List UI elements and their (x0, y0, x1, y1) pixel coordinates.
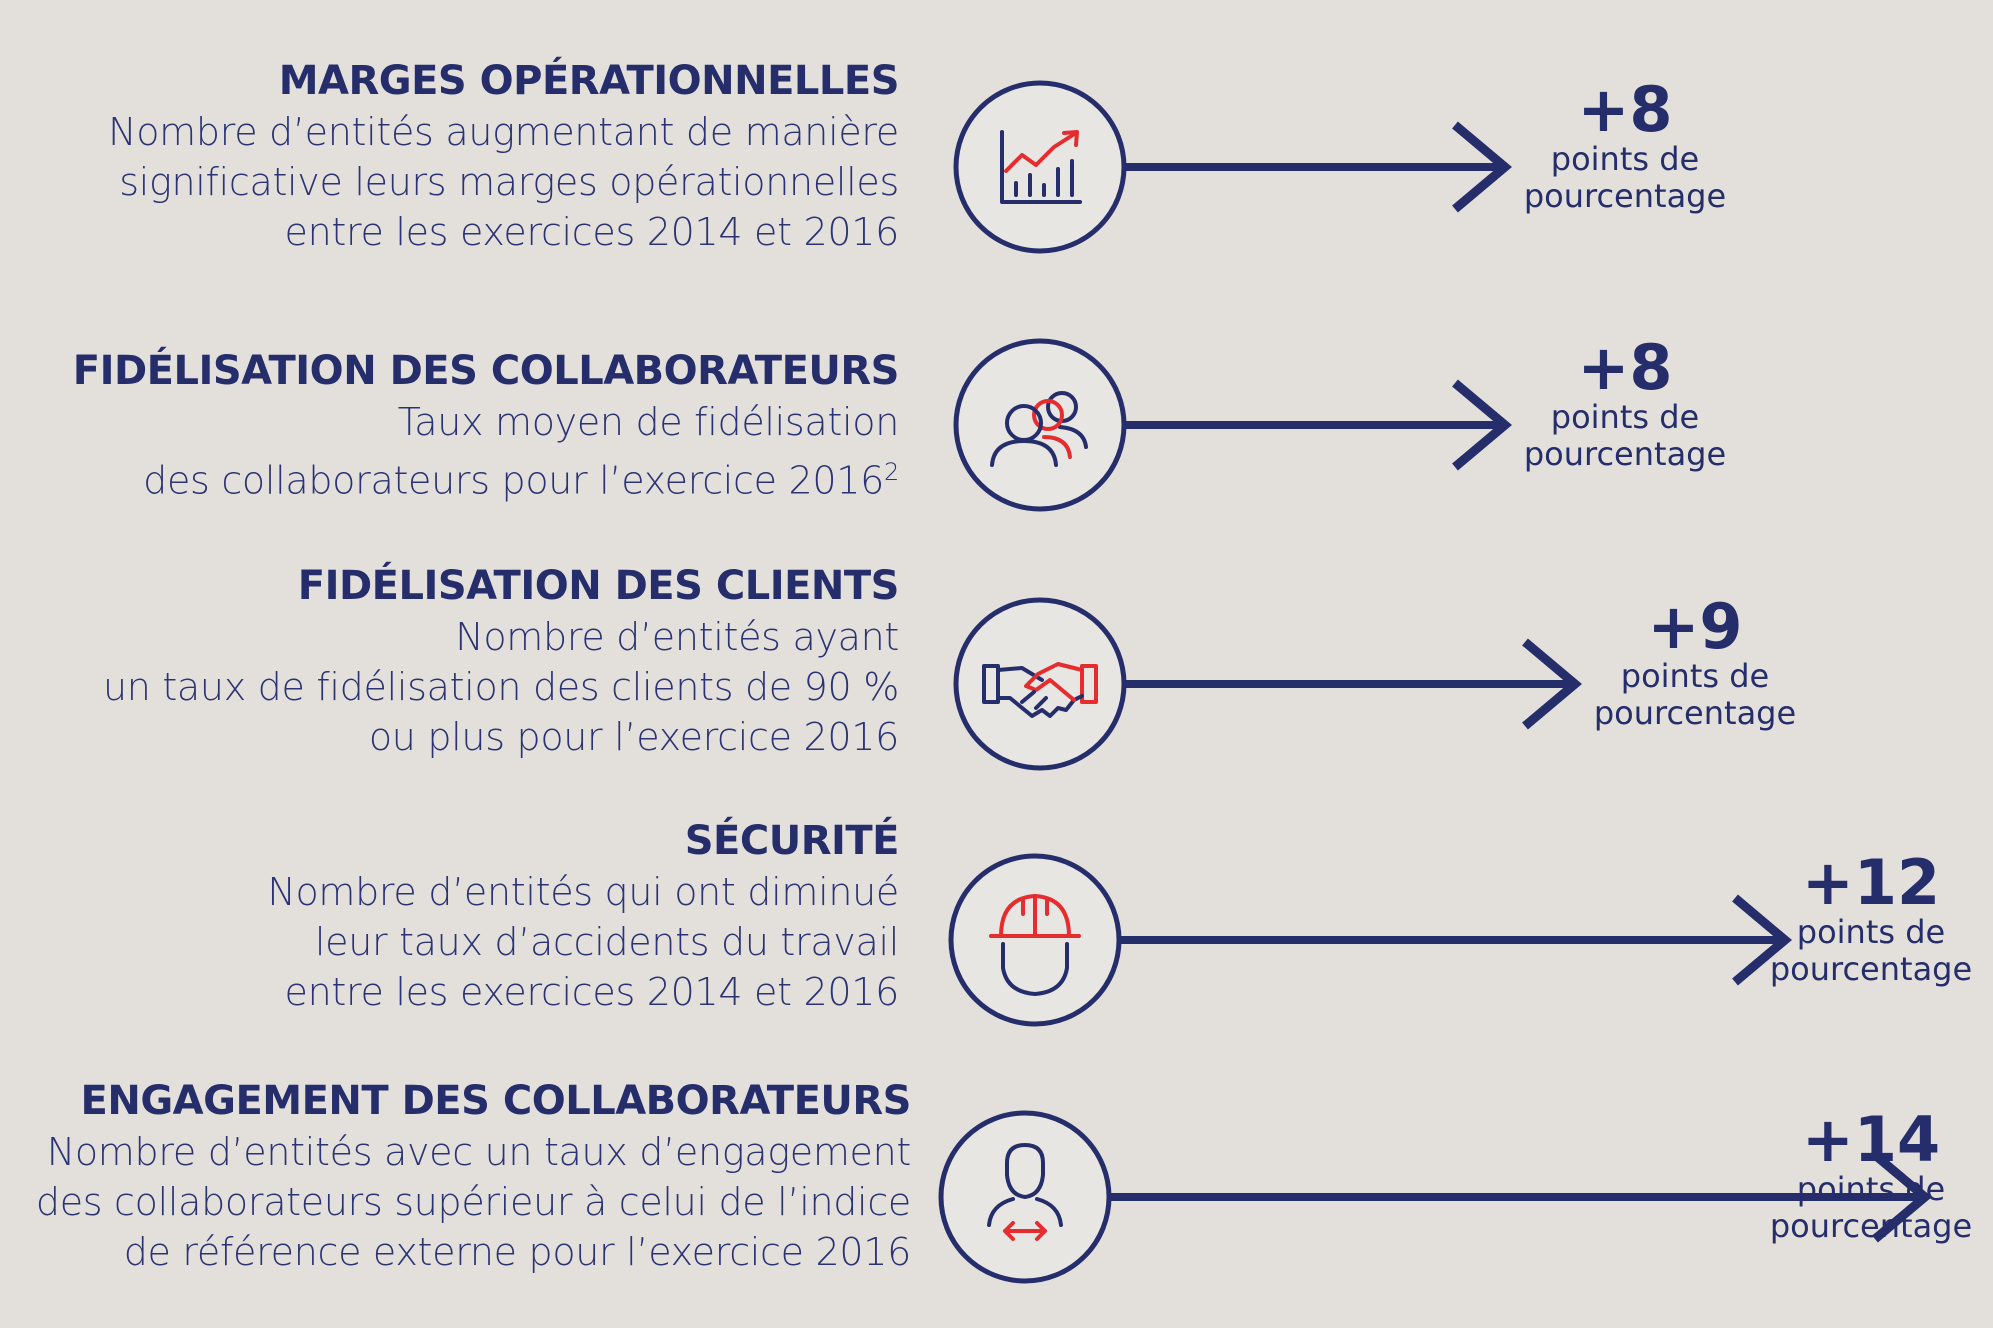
description-text: entre les exercices 2014 et 2016 (284, 210, 900, 254)
description-text: significative leurs marges opérationnell… (119, 160, 899, 204)
arrow-head (1732, 894, 1792, 986)
description-line: Nombre d’entités ayant (103, 612, 899, 662)
arrow-head (1452, 121, 1512, 213)
arrow-head (1872, 1151, 1932, 1243)
row-graphic-1 (953, 80, 1512, 254)
description-text: des collaborateurs supérieur à celui de … (35, 1180, 911, 1224)
description-line: significative leurs marges opérationnell… (108, 157, 899, 207)
description-line: ou plus pour l’exercice 2016 (103, 712, 899, 762)
category-description: Nombre d’entités augmentant de manière si… (108, 107, 899, 257)
rising-chart-icon (1000, 130, 1082, 204)
row-graphic-3 (953, 597, 1582, 771)
description-text: Nombre d’entités qui ont diminué (267, 870, 899, 914)
value-label: +8 (1577, 331, 1673, 404)
value-label: +9 (1647, 590, 1743, 663)
description-text: Nombre d’entités ayant (455, 615, 899, 659)
description-line: leur taux d’accidents du travail (267, 917, 899, 967)
category-title: ENGAGEMENT DES COLLABORATEURS (80, 1078, 912, 1124)
unit-label: points de (1796, 913, 1946, 951)
description-text: Taux moyen de fidélisation (397, 400, 900, 444)
footnote-marker: 2 (884, 458, 899, 486)
category-title: FIDÉLISATION DES COLLABORATEURS (72, 348, 900, 394)
description-text: ou plus pour l’exercice 2016 (368, 715, 899, 759)
description-text: un taux de fidélisation des clients de 9… (102, 665, 899, 709)
description-line: de référence externe pour l’exercice 201… (36, 1227, 912, 1277)
category-title: SÉCURITÉ (684, 818, 900, 864)
category-title: MARGES OPÉRATIONNELLES (278, 58, 900, 104)
icon-circle (948, 853, 1122, 1027)
description-line: des collaborateurs supérieur à celui de … (36, 1177, 911, 1227)
description-line: Taux moyen de fidélisation (73, 397, 900, 447)
description-line: Nombre d’entités augmentant de manière (108, 107, 899, 157)
unit-label: points de (1550, 398, 1700, 436)
value-label: +12 (1801, 846, 1941, 919)
description-text: Nombre d’entités avec un taux d’engageme… (46, 1130, 912, 1174)
unit-label: pourcentage (1593, 694, 1797, 732)
arrow-head (1522, 638, 1582, 730)
description-line: entre les exercices 2014 et 2016 (108, 207, 900, 257)
unit-label: pourcentage (1523, 435, 1727, 473)
value-label: +14 (1801, 1103, 1941, 1176)
unit-label: points de (1620, 657, 1770, 695)
description-text: des collaborateurs pour l’exercice 2016 (143, 458, 885, 503)
row-graphic-4 (948, 853, 1792, 1027)
description-line: Nombre d’entités avec un taux d’engageme… (36, 1127, 912, 1177)
description-line: entre les exercices 2014 et 2016 (267, 967, 900, 1017)
unit-label: pourcentage (1769, 950, 1973, 988)
handshake-icon (982, 662, 1098, 718)
description-line: Nombre d’entités qui ont diminué (267, 867, 899, 917)
category-description: Nombre d’entités qui ont diminué leur tau… (267, 867, 899, 1017)
description-text: de référence externe pour l’exercice 201… (123, 1230, 912, 1274)
description-text: leur taux d’accidents du travail (314, 920, 899, 964)
person-engagement-icon (987, 1143, 1063, 1241)
description-text: Nombre d’entités augmentant de manière (108, 110, 899, 154)
people-icon (990, 391, 1088, 467)
icon-circle (953, 80, 1127, 254)
description-text: entre les exercices 2014 et 2016 (284, 970, 900, 1014)
hard-hat-icon (989, 894, 1081, 996)
value-label: +8 (1577, 73, 1673, 146)
row-text-5: ENGAGEMENT DES COLLABORATEURS Nombre d’en… (36, 1075, 912, 1277)
description-line: des collaborateurs pour l’exercice 20162 (73, 447, 899, 506)
description-line: un taux de fidélisation des clients de 9… (103, 662, 899, 712)
unit-label: pourcentage (1523, 177, 1727, 215)
unit-label: points de (1550, 140, 1700, 178)
arrow-head (1452, 379, 1512, 471)
category-description: Nombre d’entités ayant un taux de fidélis… (103, 612, 899, 762)
icon-circle (953, 597, 1127, 771)
category-description: Nombre d’entités avec un taux d’engageme… (36, 1127, 911, 1277)
unit-label: pourcentage (1769, 1207, 1973, 1245)
category-title: FIDÉLISATION DES CLIENTS (297, 563, 900, 609)
row-graphic-2 (953, 338, 1512, 512)
row-graphic-5 (938, 1110, 1932, 1284)
